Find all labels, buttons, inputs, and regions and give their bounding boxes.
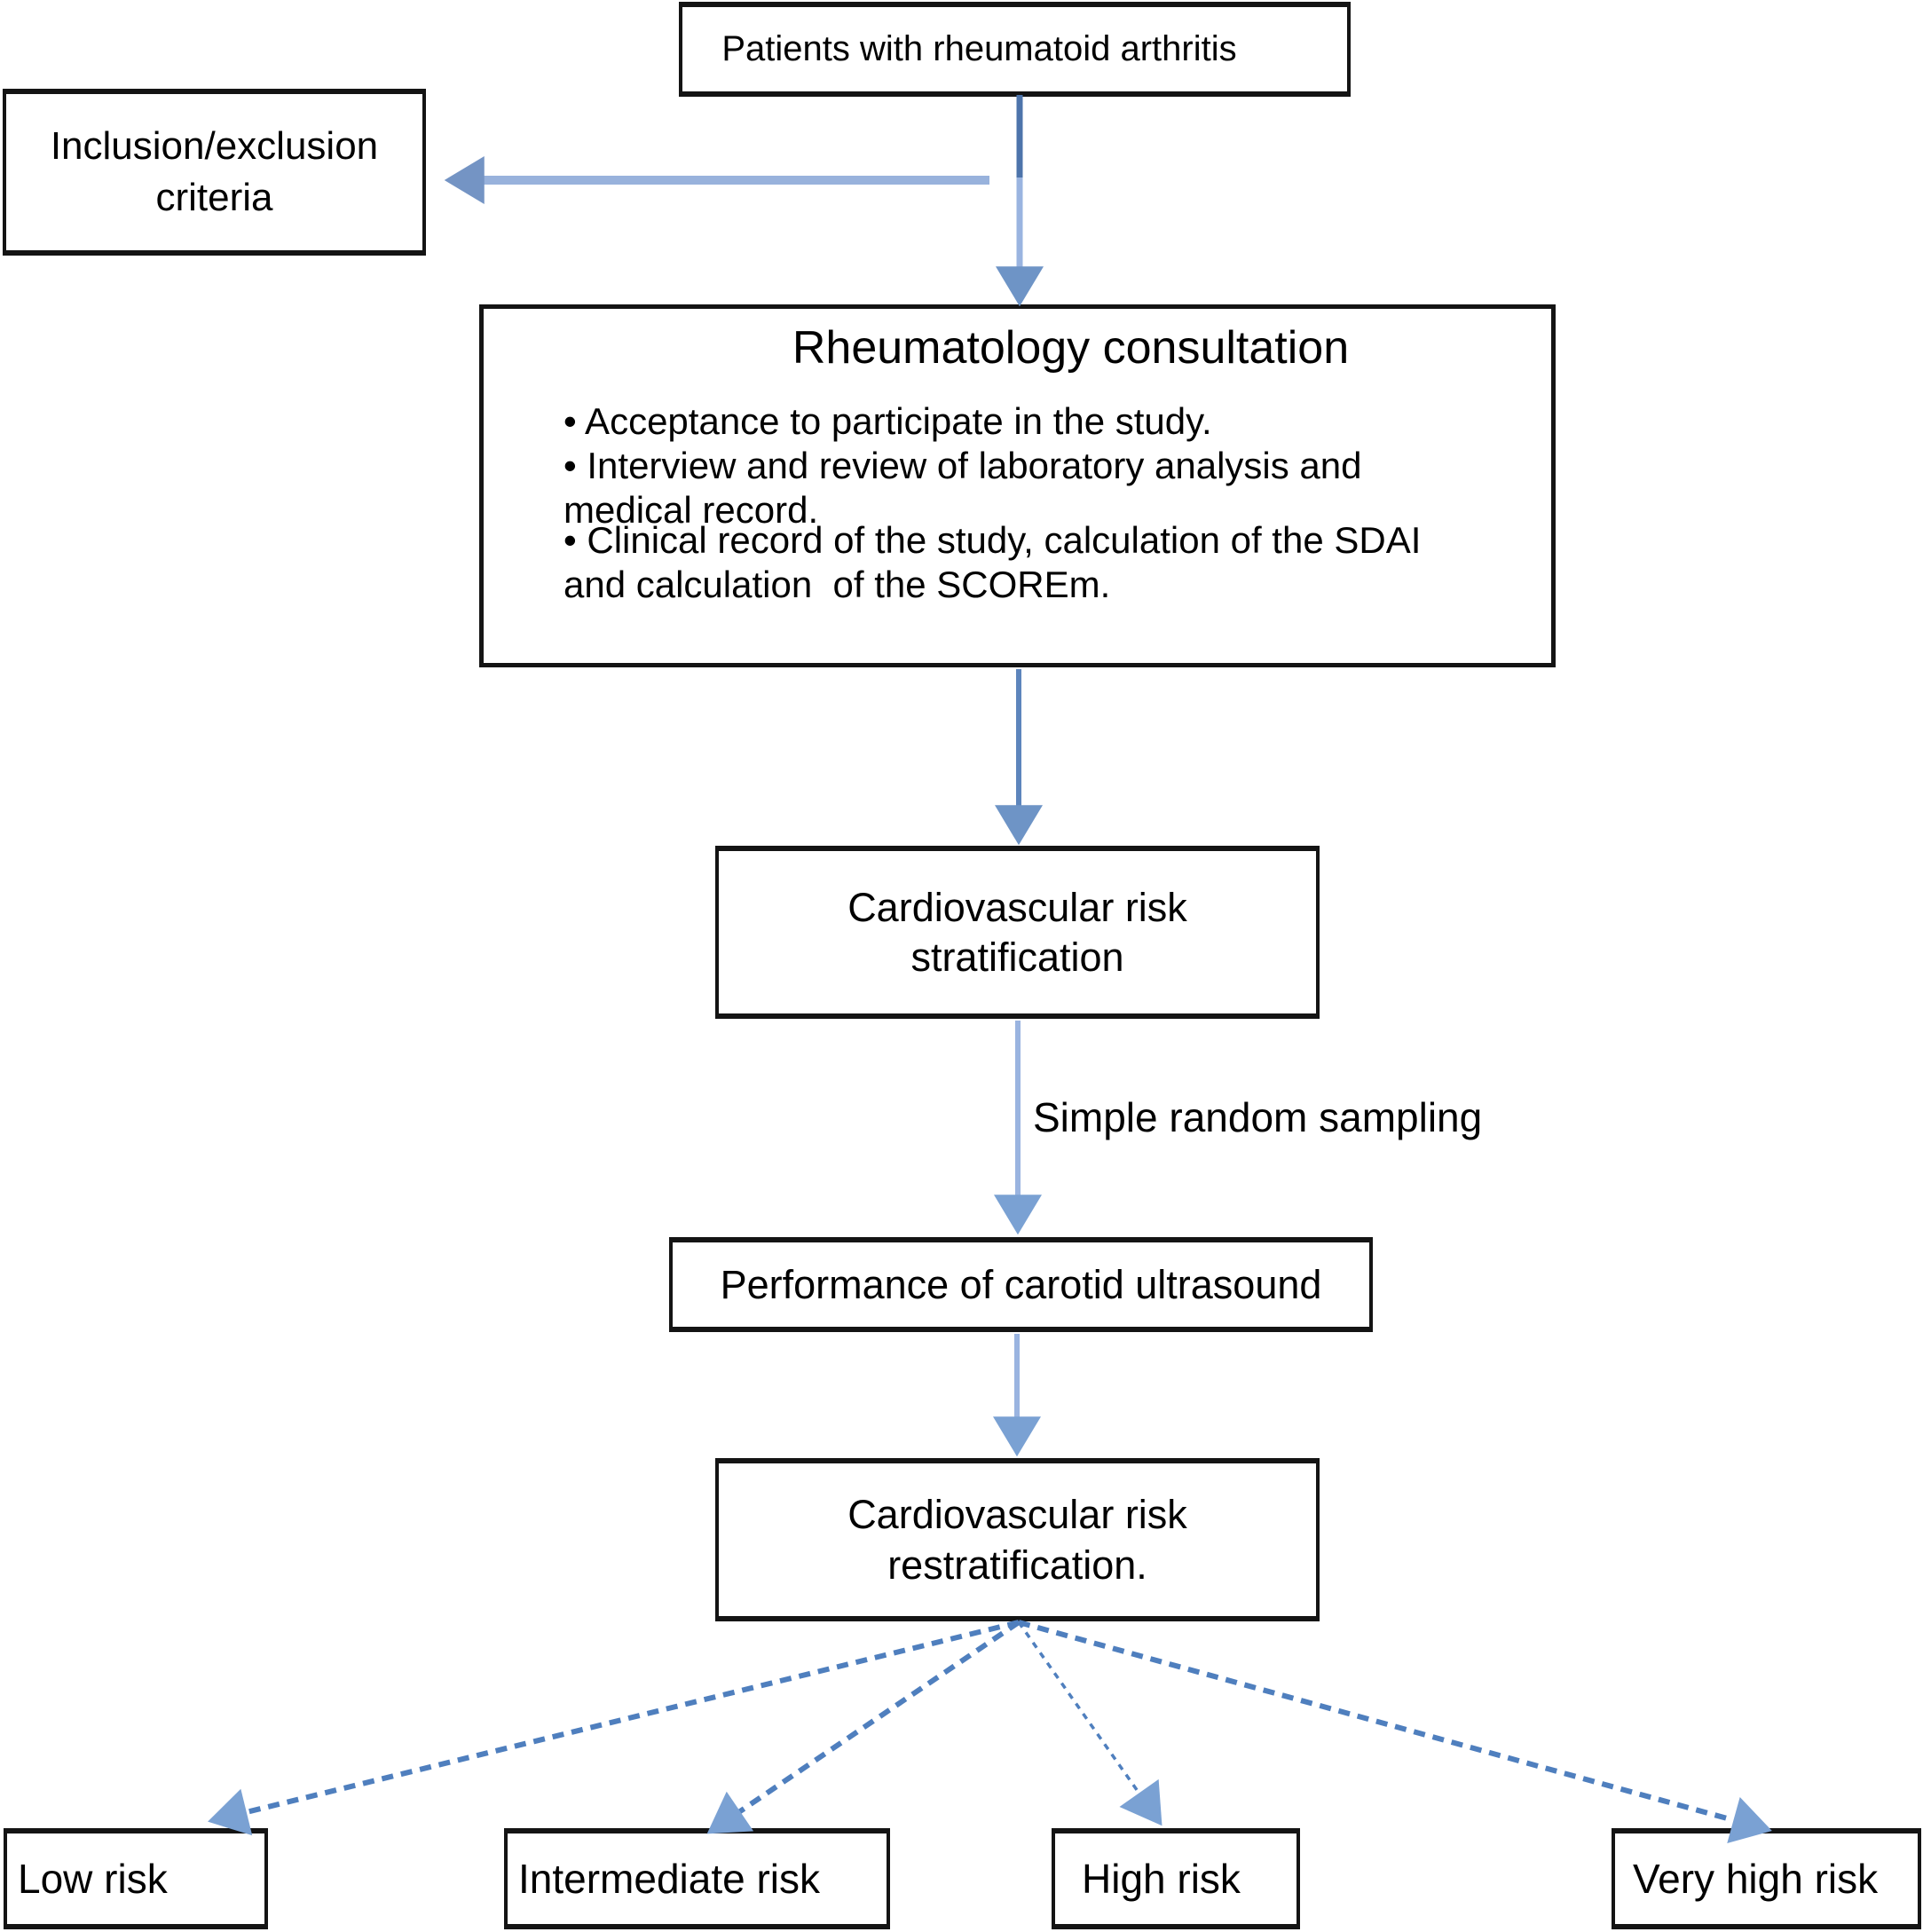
low-risk-label: Low risk [18, 1856, 168, 1902]
consultation-bullet-line: medical record. [564, 489, 819, 531]
node-patients-label: Patients with rheumatoid arthritis [721, 29, 1237, 68]
node-intermediate-risk: Intermediate risk [504, 1828, 890, 1929]
consultation-bullet-line: • Clinical record of the study, calculat… [564, 519, 1422, 561]
node-inclusion-exclusion-criteria: Inclusion/exclusion criteria [3, 89, 426, 256]
very-high-risk-label: Very high risk [1633, 1856, 1879, 1902]
consultation-title: Rheumatology consultation [792, 322, 1350, 374]
arrow-restratification-to-very-high-risk-icon [1018, 1620, 1772, 1844]
node-high-risk: High risk [1052, 1828, 1300, 1929]
high-risk-label: High risk [1082, 1856, 1241, 1902]
restratification-line-1: Cardiovascular risk [847, 1492, 1187, 1537]
node-carotid-ultrasound: Performance of carotid ultrasound [669, 1237, 1373, 1332]
consultation-bullet-line: and calculation of the SCOREm. [564, 564, 1111, 605]
node-very-high-risk: Very high risk [1612, 1828, 1921, 1929]
node-cardiovascular-risk-stratification: Cardiovascular risk stratification [715, 846, 1320, 1019]
arrow-restratification-to-high-risk-icon [1017, 1621, 1162, 1826]
node-patients: Patients with rheumatoid arthritis [679, 2, 1351, 97]
intermediate-risk-label: Intermediate risk [518, 1856, 821, 1902]
node-cardiovascular-risk-restratification: Cardiovascular risk restratification. [715, 1458, 1320, 1621]
restratification-line-2: restratification. [887, 1542, 1147, 1588]
consultation-bullet-line: • Interview and review of laboratory ana… [564, 445, 1362, 486]
arrow-restratification-to-intermediate-risk-icon [706, 1620, 1021, 1834]
stratification-line-2: stratification [910, 934, 1124, 980]
criteria-line-2: criteria [155, 176, 273, 219]
node-rheumatology-consultation: Rheumatology consultation • Acceptance t… [479, 304, 1556, 667]
ultrasound-label: Performance of carotid ultrasound [720, 1261, 1322, 1307]
consultation-bullet-list: • Acceptance to participate in the study… [484, 399, 1551, 607]
edge-label-simple-random-sampling: Simple random sampling [1033, 1094, 1483, 1140]
arrow-restratification-to-low-risk-icon [208, 1620, 1020, 1836]
consultation-bullet-line: • Acceptance to participate in the study… [564, 400, 1212, 442]
node-low-risk: Low risk [4, 1828, 268, 1929]
criteria-line-1: Inclusion/exclusion [50, 124, 379, 168]
stratification-line-1: Cardiovascular risk [847, 884, 1187, 930]
